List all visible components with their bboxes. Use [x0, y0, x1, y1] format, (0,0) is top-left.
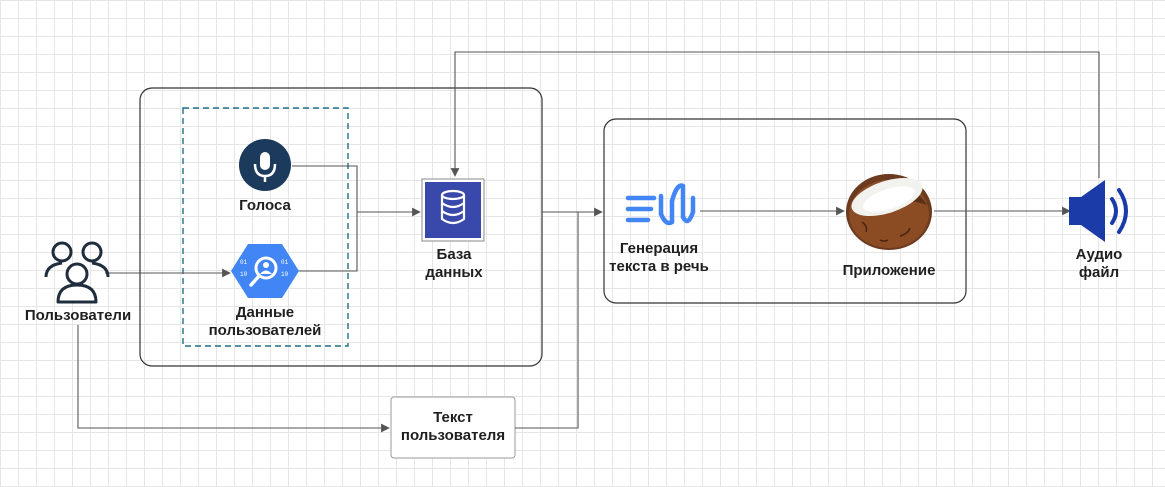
- users-label: Пользователи: [24, 307, 132, 324]
- connectors: [77, 51, 1100, 433]
- database-icon: [421, 178, 485, 242]
- svg-text:10: 10: [281, 271, 289, 278]
- audio-label: Аудио файл: [1075, 246, 1123, 281]
- voices-label: Голоса: [239, 197, 291, 214]
- svg-text:01: 01: [240, 259, 248, 266]
- edge-userdata-to-db: [298, 212, 358, 272]
- svg-text:10: 10: [240, 271, 248, 278]
- microphone-icon: [239, 139, 291, 191]
- speaker-icon: [1069, 180, 1128, 242]
- edge-users-to-usertext: [77, 325, 390, 433]
- users-icon: [44, 241, 110, 304]
- edge-audio-to-db: [450, 51, 1100, 178]
- edge-usertext-to-tts: [515, 212, 579, 429]
- soundwave-icon: [625, 183, 696, 226]
- edge-voices-to-db: [292, 165, 421, 217]
- tts-label: Генерация текста в речь: [609, 240, 709, 275]
- user-data-label: Данные пользователей: [208, 304, 322, 339]
- left-group-container: [139, 87, 543, 367]
- database-label: База данных: [425, 246, 483, 281]
- user-text-label: Текст пользователя: [400, 409, 506, 444]
- dashed-source-group: [182, 107, 349, 347]
- coconut-icon: [846, 174, 932, 250]
- data-search-icon: 01 10 01 10: [231, 244, 299, 298]
- svg-text:01: 01: [281, 259, 289, 266]
- app-label: Приложение: [842, 262, 936, 279]
